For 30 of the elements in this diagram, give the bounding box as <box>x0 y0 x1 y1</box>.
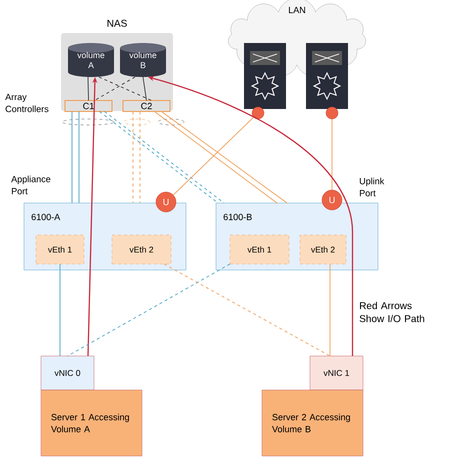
text-label: Uplink Port <box>360 178 384 196</box>
connector-line <box>132 111 134 204</box>
connector-line <box>98 76 152 101</box>
connector-line <box>94 76 136 101</box>
connector-line <box>88 76 89 101</box>
port-circle <box>252 106 264 120</box>
volume-cylinder: volume B <box>120 43 166 77</box>
veth-box: vEth 1 <box>230 234 290 264</box>
connector-line <box>78 111 80 204</box>
veth-box: vEth 2 <box>112 234 172 264</box>
connector-line <box>164 264 330 356</box>
volume-cylinder: volume A <box>68 43 114 77</box>
connector-line <box>142 76 147 101</box>
connector-line <box>67 264 230 356</box>
node-label: NAS <box>108 20 127 27</box>
text-label: Array Controllers <box>5 94 48 112</box>
connector-line <box>172 116 254 196</box>
veth-box: vEth 1 <box>36 234 84 264</box>
veth-box: vEth 2 <box>300 234 346 264</box>
server-box: Server 2 Accessing Volume B <box>262 390 364 456</box>
vnic-box: vNIC 1 <box>310 356 364 390</box>
vnic-box: vNIC 0 <box>40 356 94 390</box>
controller-box: C1 <box>64 100 112 112</box>
server-box: Server 1 Accessing Volume A <box>40 390 142 456</box>
switch-drawing <box>306 43 348 109</box>
controller-box: C2 <box>122 100 170 112</box>
switch-drawing <box>244 43 286 109</box>
text-label: Red Arrows Show I/O Path <box>360 302 424 322</box>
port-circle <box>326 106 338 120</box>
text-label: Appliance Port <box>11 176 50 194</box>
